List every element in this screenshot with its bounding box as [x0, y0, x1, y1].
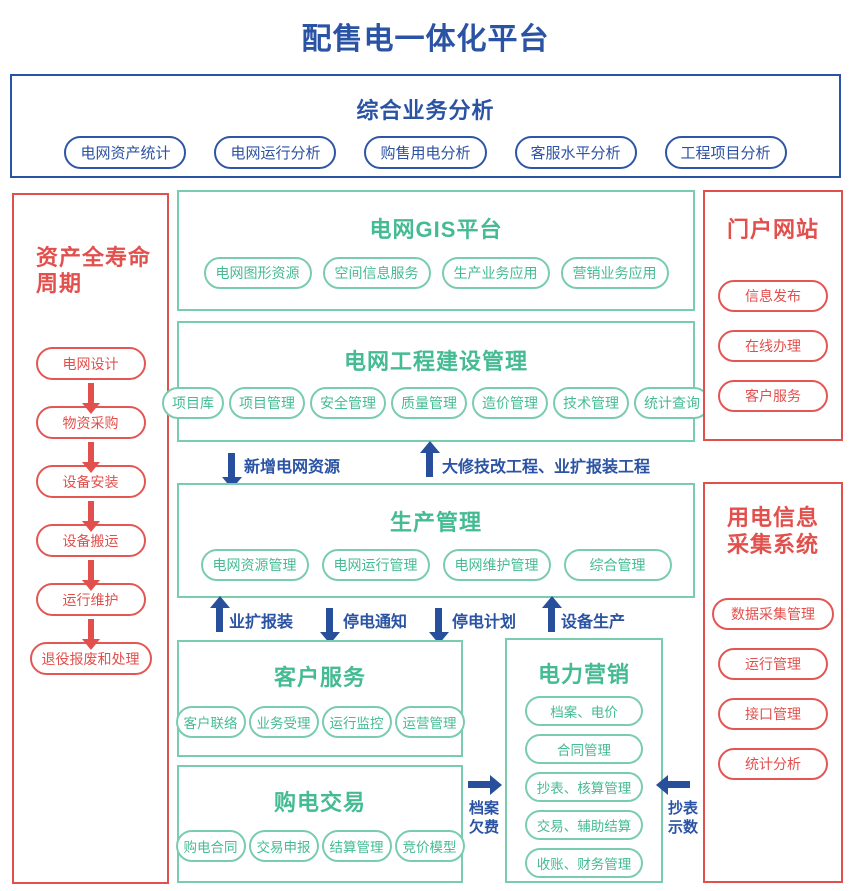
flow-label: 停电通知 [343, 614, 408, 631]
archive-arrears-label: 档案 欠费 [469, 800, 500, 836]
customer-service-panel: 客户服务 客户联络 业务受理 运行监控 运营管理 [175, 640, 465, 757]
meter-system-pill: 接口管理 [718, 698, 828, 730]
construction-pill: 统计查询 [634, 387, 710, 419]
down-arrow-icon [228, 453, 235, 477]
gis-pill: 营销业务应用 [560, 257, 669, 289]
flow-label: 新增电网资源 [244, 459, 341, 476]
customer-service-pill: 业务受理 [248, 706, 319, 738]
production-pill: 电网维护管理 [442, 549, 551, 581]
down-arrow-icon [87, 560, 94, 580]
flow-business-expansion: 业扩报装 [216, 602, 293, 638]
page-title: 配售电一体化平台 [301, 23, 550, 56]
right-arrow-icon [468, 781, 490, 788]
lifecycle-title: 资产全寿命 周期 [36, 245, 152, 296]
meter-reading-flow [668, 781, 690, 788]
marketing-pill: 档案、电价 [525, 696, 643, 726]
gis-pill: 空间信息服务 [322, 257, 431, 289]
purchase-panel: 购电交易 购电合同 交易申报 结算管理 竞价模型 [175, 765, 465, 883]
flow-equipment-production: 设备生产 [548, 602, 625, 638]
customer-service-pill: 运营管理 [394, 706, 465, 738]
lifecycle-panel: 资产全寿命 周期 电网设计 物资采购 设备安装 设备搬运 运行维护 退役报废和处… [12, 193, 169, 884]
purchase-pill: 竞价模型 [394, 830, 465, 862]
down-arrow-icon [326, 608, 333, 632]
up-arrow-icon [426, 453, 433, 477]
construction-pill: 技术管理 [553, 387, 629, 419]
production-title: 生产管理 [389, 510, 482, 535]
flow-label: 停电计划 [452, 614, 517, 631]
production-panel: 生产管理 电网资源管理 电网运行管理 电网维护管理 综合管理 [177, 483, 695, 598]
analysis-pill: 客服水平分析 [514, 136, 637, 169]
marketing-pill: 抄表、核算管理 [525, 772, 643, 802]
production-pill: 综合管理 [563, 549, 672, 581]
meter-system-pill: 运行管理 [718, 648, 828, 680]
purchase-pill: 购电合同 [175, 830, 246, 862]
flow-new-grid-resources: 新增电网资源 [228, 447, 340, 483]
down-arrow-icon [87, 442, 94, 462]
meter-system-pill: 统计分析 [718, 748, 828, 780]
analysis-pill: 电网资产统计 [64, 136, 187, 169]
purchase-pill: 交易申报 [248, 830, 319, 862]
down-arrow-icon [87, 383, 94, 403]
construction-pill: 造价管理 [472, 387, 548, 419]
analysis-pill: 工程项目分析 [664, 136, 787, 169]
analysis-title: 综合业务分析 [356, 98, 495, 123]
construction-pill: 项目库 [162, 387, 224, 419]
up-arrow-icon [548, 608, 555, 632]
gis-pill: 电网图形资源 [203, 257, 312, 289]
construction-pill: 质量管理 [391, 387, 467, 419]
left-arrow-icon [668, 781, 690, 788]
construction-title: 电网工程建设管理 [343, 349, 528, 374]
flow-overhaul-expansion: 大修技改工程、业扩报装工程 [426, 447, 650, 483]
down-arrow-icon [435, 608, 442, 632]
meter-system-pill: 数据采集管理 [712, 598, 834, 630]
customer-service-title: 客户服务 [273, 665, 366, 690]
purchase-title: 购电交易 [273, 790, 366, 815]
flow-label: 业扩报装 [229, 614, 294, 631]
analysis-panel: 综合业务分析 电网资产统计 电网运行分析 购售用电分析 客服水平分析 工程项目分… [10, 74, 841, 178]
archive-arrears-flow [468, 781, 490, 788]
production-pill: 电网资源管理 [200, 549, 309, 581]
lifecycle-step-pill: 设备安装 [35, 465, 146, 498]
analysis-pill: 购售用电分析 [364, 136, 487, 169]
customer-service-pill: 客户联络 [175, 706, 246, 738]
gis-panel: 电网GIS平台 电网图形资源 空间信息服务 生产业务应用 营销业务应用 [177, 190, 695, 311]
portal-title: 门户网站 [726, 217, 819, 242]
down-arrow-icon [87, 501, 94, 521]
meter-system-panel: 用电信息 采集系统 数据采集管理 运行管理 接口管理 统计分析 [703, 482, 843, 883]
flow-label: 设备生产 [561, 614, 626, 631]
marketing-title: 电力营销 [537, 662, 630, 687]
marketing-pill: 交易、辅助结算 [525, 810, 643, 840]
portal-pill: 在线办理 [718, 330, 828, 362]
meter-reading-label: 抄表 示数 [668, 800, 699, 836]
construction-pill: 项目管理 [229, 387, 305, 419]
marketing-pill: 收账、财务管理 [525, 848, 643, 878]
production-pill: 电网运行管理 [321, 549, 430, 581]
construction-panel: 电网工程建设管理 项目库 项目管理 安全管理 质量管理 造价管理 技术管理 统计… [162, 321, 710, 442]
down-arrow-icon [87, 619, 94, 639]
flow-label: 大修技改工程、业扩报装工程 [442, 459, 651, 476]
gis-pill: 生产业务应用 [441, 257, 550, 289]
analysis-pill: 电网运行分析 [214, 136, 337, 169]
portal-pill: 客户服务 [718, 380, 828, 412]
lifecycle-step-pill: 电网设计 [35, 347, 146, 380]
purchase-pill: 结算管理 [321, 830, 392, 862]
flow-outage-notice: 停电通知 [326, 602, 407, 638]
construction-pill: 安全管理 [310, 387, 386, 419]
marketing-panel: 电力营销 档案、电价 合同管理 抄表、核算管理 交易、辅助结算 收账、财务管理 [505, 638, 663, 883]
gis-title: 电网GIS平台 [369, 217, 503, 242]
portal-pill: 信息发布 [718, 280, 828, 312]
portal-panel: 门户网站 信息发布 在线办理 客户服务 [703, 190, 843, 441]
flow-outage-plan: 停电计划 [435, 602, 516, 638]
customer-service-pill: 运行监控 [321, 706, 392, 738]
up-arrow-icon [216, 608, 223, 632]
meter-system-title: 用电信息 采集系统 [726, 505, 819, 557]
marketing-pill: 合同管理 [525, 734, 643, 764]
